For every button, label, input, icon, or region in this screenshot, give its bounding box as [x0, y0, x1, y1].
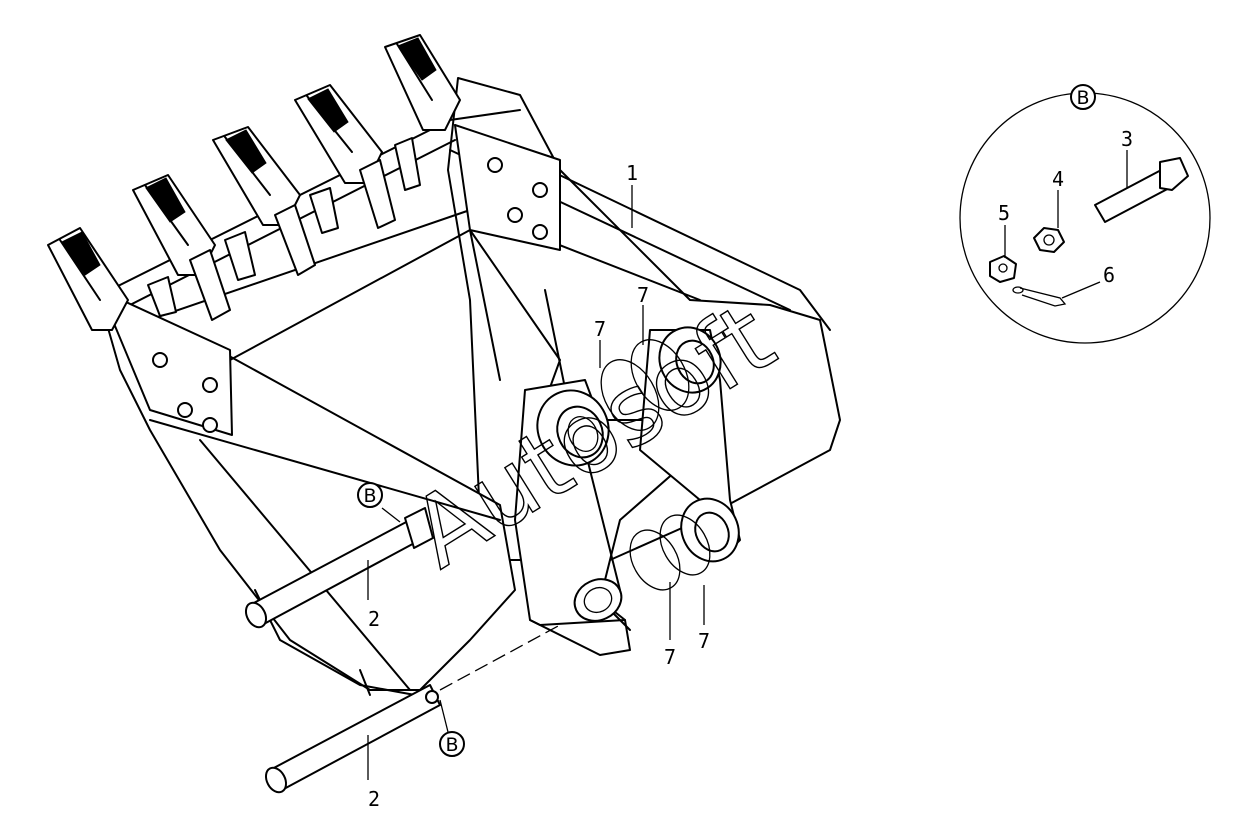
pin-lower	[264, 624, 561, 794]
ref-bubble-b-lower-label: B	[445, 734, 458, 756]
callout-part-6: 6	[1103, 263, 1115, 287]
bucket-teeth	[47, 34, 461, 331]
detail-bubble-b: B	[1070, 84, 1096, 110]
leader-lines	[367, 150, 1128, 780]
callout-part-3: 3	[1121, 127, 1133, 151]
callout-part-1: 1	[626, 161, 638, 185]
ref-bubble-b-lower: B	[439, 731, 465, 757]
callouts: 1 2 2 3 4 5 6 7 7 7 7	[368, 127, 1133, 811]
callout-part-2-lower: 2	[368, 787, 380, 811]
pin-bosses	[536, 326, 740, 622]
tooth-1	[47, 227, 129, 331]
tooth-3	[212, 126, 301, 226]
callout-part-7-c: 7	[664, 645, 676, 669]
detail-view-b	[959, 92, 1211, 344]
callout-part-5: 5	[998, 201, 1010, 225]
ref-bubble-b-upper-label: B	[363, 485, 376, 507]
callout-part-2-upper: 2	[368, 607, 380, 631]
pin-upper	[244, 507, 434, 629]
tooth-5	[384, 34, 461, 131]
callout-part-7-d: 7	[698, 629, 710, 653]
detail-bubble-label: B	[1076, 87, 1089, 109]
callout-part-7-a: 7	[637, 283, 649, 307]
ref-bubble-b-upper: B	[357, 482, 383, 508]
o-rings	[600, 339, 711, 591]
callout-part-4: 4	[1052, 167, 1064, 191]
callout-part-7-b: 7	[594, 317, 606, 341]
